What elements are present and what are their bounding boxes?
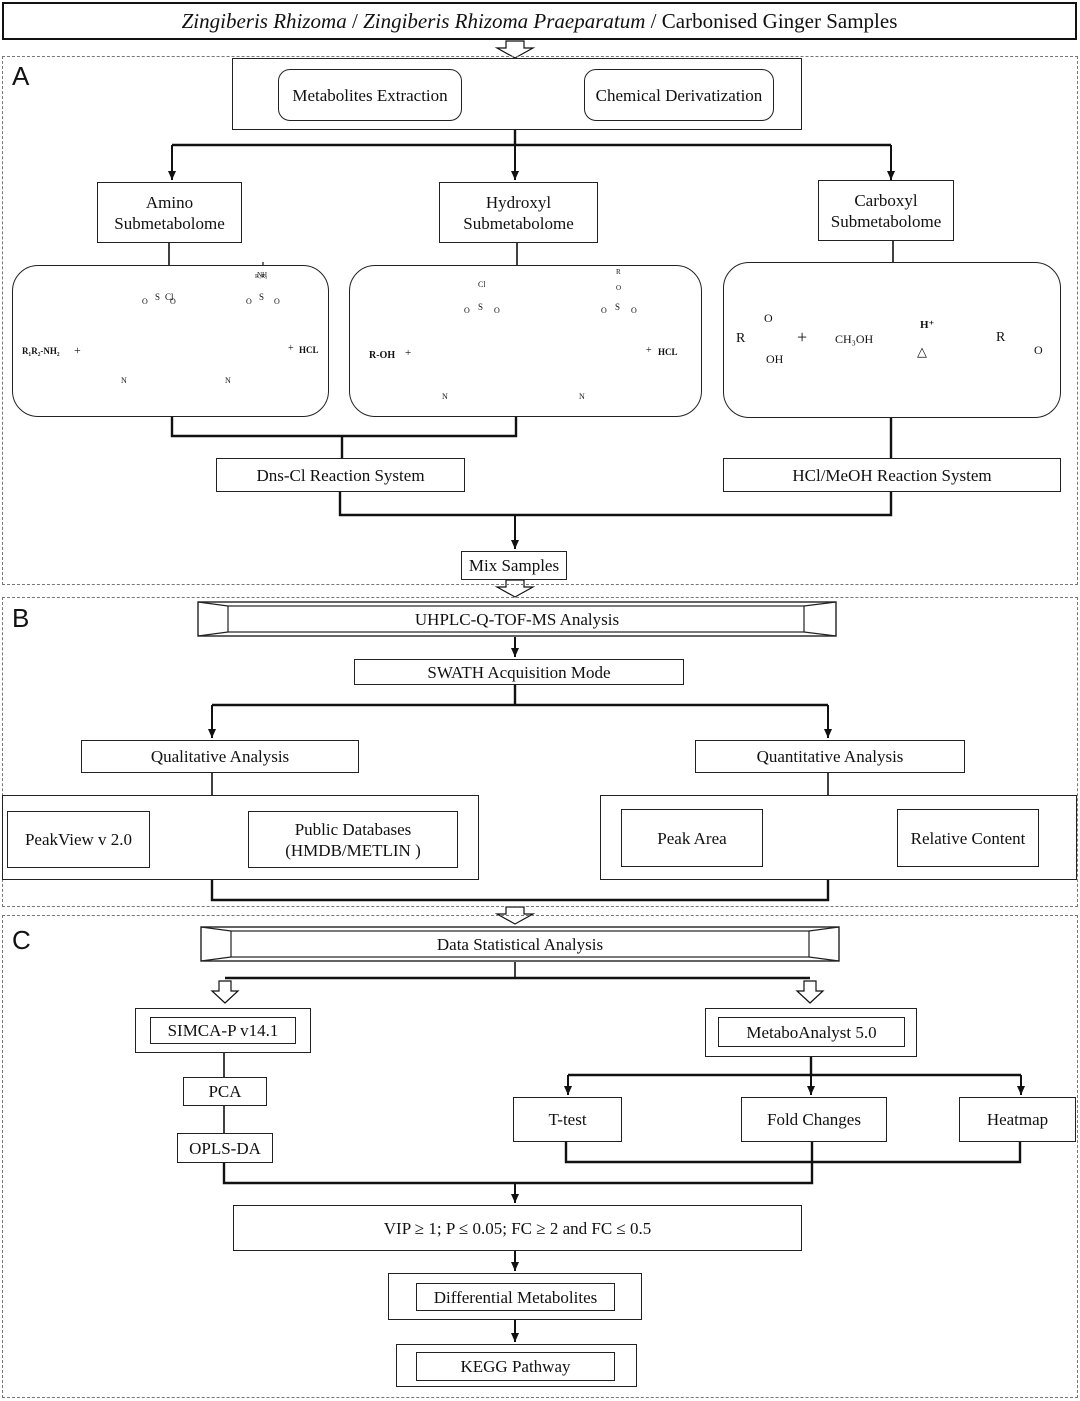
sulfur-label: S	[615, 302, 621, 312]
kegg-pathway-box: KEGG Pathway	[416, 1352, 615, 1381]
r1r2-label: R₁R₂	[255, 274, 268, 280]
uhplc-label: UHPLC-Q-TOF-MS Analysis	[414, 609, 620, 629]
nitrogen-label: N	[225, 376, 231, 385]
oxygen-label: O	[631, 306, 637, 315]
oxygen-label: O	[142, 297, 148, 306]
metaboanalyst-box: MetaboAnalyst 5.0	[718, 1017, 905, 1047]
oxygen-label: O	[616, 284, 622, 292]
section-c-frame	[2, 915, 1078, 1398]
sulfur-label: S	[155, 292, 161, 302]
metabolites-extraction-box: Metabolites Extraction	[278, 69, 462, 121]
qualitative-analysis-box: Qualitative Analysis	[81, 740, 359, 773]
differential-metabolites-box: Differential Metabolites	[416, 1283, 615, 1311]
dns-cl-reaction-system-box: Dns-Cl Reaction System	[216, 458, 465, 492]
section-b-label: B	[12, 603, 30, 633]
oxygen-label: O	[1034, 343, 1043, 357]
hcl-byproduct-label: HCL	[299, 345, 319, 355]
samples-title: Zingiberis Rhizoma / Zingiberis Rhizoma …	[2, 2, 1077, 40]
heat-symbol: △	[917, 344, 927, 359]
section-a-label: A	[12, 61, 30, 91]
amino-submetabolome-box: Amino Submetabolome	[97, 182, 242, 243]
fold-changes-box: Fold Changes	[741, 1097, 887, 1142]
hollow-arrow	[210, 980, 240, 1004]
plus-sign: +	[74, 343, 81, 357]
uhplc-frame	[197, 601, 837, 637]
oxygen-label: O	[764, 311, 773, 325]
sulfur-label: S	[478, 302, 484, 312]
section-c-label: C	[12, 925, 31, 955]
chemical-derivatization-box: Chemical Derivatization	[584, 69, 774, 121]
mix-samples-box: Mix Samples	[461, 551, 567, 580]
chlorine-label: Cl	[165, 292, 174, 302]
plus-sign: +	[405, 347, 412, 359]
oxygen-label: O	[170, 297, 176, 306]
amino-reaction-panel	[12, 265, 329, 417]
nitrogen-label: N	[579, 392, 585, 401]
peak-area-box: Peak Area	[621, 809, 763, 867]
oxygen-label: O	[464, 306, 470, 315]
carboxyl-submetabolome-box: Carboxyl Submetabolome	[818, 180, 954, 241]
acid-catalyst-label: H⁺	[920, 319, 935, 331]
plus-sign: +	[646, 345, 652, 356]
t-test-box: T-test	[513, 1097, 622, 1142]
section-a-frame	[2, 56, 1078, 585]
hcl-meoh-reaction-system-box: HCl/MeOH Reaction System	[723, 458, 1061, 492]
nitrogen-label: N	[121, 376, 127, 385]
swath-acquisition-box: SWATH Acquisition Mode	[354, 659, 684, 685]
hydroxyl-reaction-panel	[349, 265, 702, 417]
title-part3: Carbonised Ginger Samples	[661, 8, 898, 33]
nitrogen-label: N	[442, 392, 448, 401]
data-statistical-analysis-label: Data Statistical Analysis	[436, 934, 604, 954]
title-part2: Zingiberis Rhizoma Praeparatum	[363, 8, 646, 33]
selection-criteria-box: VIP ≥ 1; P ≤ 0.05; FC ≥ 2 and FC ≤ 0.5	[233, 1205, 802, 1251]
carboxyl-reaction-panel	[723, 262, 1061, 418]
amine-reagent-label: R₁R₂-NH₂	[22, 346, 60, 356]
oxygen-label: O	[601, 306, 607, 315]
quantitative-analysis-box: Quantitative Analysis	[695, 740, 965, 773]
alcohol-reagent-label: R-OH	[369, 350, 396, 361]
heatmap-box: Heatmap	[959, 1097, 1076, 1142]
hollow-arrow	[494, 40, 536, 59]
relative-content-box: Relative Content	[897, 809, 1039, 867]
methanol-label: CH₃OH	[835, 332, 874, 346]
chlorine-label: Cl	[478, 280, 486, 289]
plus-sign: +	[288, 343, 294, 354]
title-part1: Zingiberis Rhizoma	[181, 8, 347, 33]
plus-sign: +	[797, 327, 808, 347]
title-separator: /	[346, 8, 364, 33]
title-separator: /	[645, 8, 662, 33]
oxygen-label: O	[246, 297, 252, 306]
pca-box: PCA	[183, 1077, 267, 1106]
opls-da-box: OPLS-DA	[177, 1133, 273, 1163]
peakview-box: PeakView v 2.0	[7, 811, 150, 868]
oxygen-label: O	[274, 297, 280, 306]
hcl-byproduct-label: HCL	[658, 347, 678, 357]
statistics-frame	[200, 926, 840, 962]
hydroxyl-label: OH	[766, 352, 784, 366]
r-label: R	[736, 331, 746, 346]
hydroxyl-submetabolome-box: Hydroxyl Submetabolome	[439, 182, 598, 243]
sulfur-label: S	[259, 292, 265, 302]
section-b-frame	[2, 597, 1078, 907]
r-label: R	[616, 268, 621, 276]
simca-p-box: SIMCA-P v14.1	[150, 1017, 296, 1044]
nh-label: NH	[257, 271, 268, 279]
hollow-arrow	[795, 980, 825, 1004]
oxygen-label: O	[494, 306, 500, 315]
r-label: R	[996, 330, 1006, 345]
public-databases-box: Public Databases (HMDB/METLIN )	[248, 811, 458, 868]
